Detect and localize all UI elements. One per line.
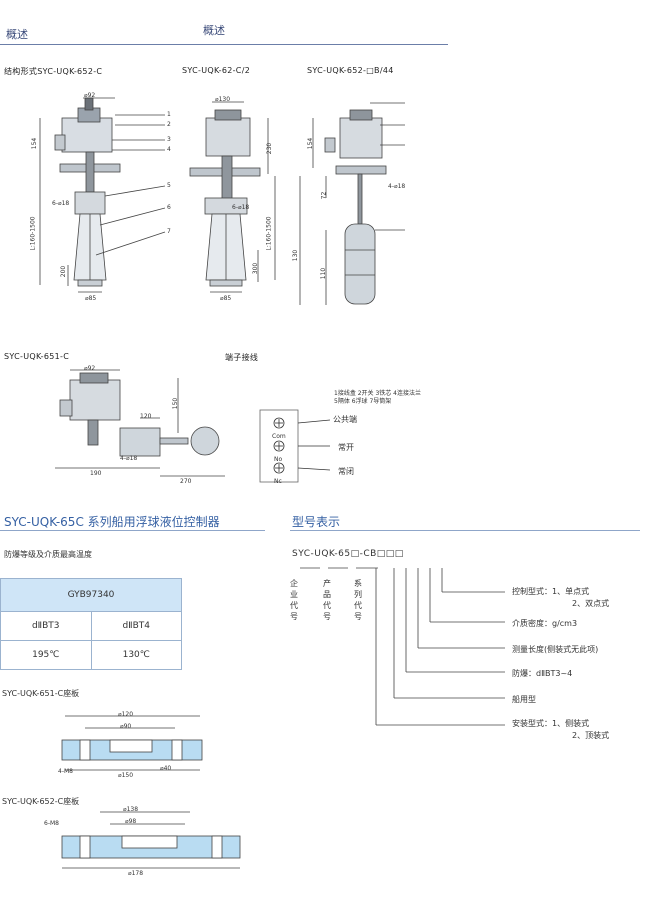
seat-652-drawing bbox=[61, 811, 241, 869]
seat-652-bottom: ⌀178 bbox=[128, 870, 144, 877]
header-left-title: 概述 bbox=[6, 28, 28, 41]
dim-d1-200: 200 bbox=[60, 265, 68, 278]
terminal-com-text: 公共端 bbox=[333, 415, 357, 424]
terminal-com: Com bbox=[272, 433, 286, 440]
seat-652-top: ⌀138 bbox=[123, 806, 139, 813]
drawing-62c bbox=[189, 101, 276, 293]
callout-7: 7 bbox=[167, 228, 171, 235]
explosion-val2: 130℃ bbox=[90, 640, 182, 670]
model-62-label: SYC-UQK-62-C/2 bbox=[182, 66, 251, 75]
terminal-no: No bbox=[274, 456, 283, 463]
section-left-title: SYC-UQK-65C 系列船用浮球液位控制器 bbox=[4, 515, 220, 529]
dim-d1-top: ⌀92 bbox=[84, 92, 96, 99]
vertical-product: 产品代号 bbox=[323, 579, 331, 621]
code-item-3: 测量长度(侧装式无此项) bbox=[512, 645, 599, 654]
model-code-leaders bbox=[300, 567, 505, 726]
code-item-1b: 2、双点式 bbox=[572, 599, 610, 608]
dim-d2-300: 300 bbox=[252, 262, 260, 275]
seat-651-top: ⌀120 bbox=[118, 711, 134, 718]
dim-d2-range: L:160-1500 bbox=[265, 216, 273, 251]
header-center-title: 概述 bbox=[203, 24, 225, 37]
struct-form-label: 结构形式SYC-UQK-652-C bbox=[4, 67, 103, 76]
code-item-2: 介质密度：g/cm3 bbox=[512, 619, 578, 628]
dim-d3-130: 130 bbox=[292, 249, 300, 262]
dim-d2-top: ⌀130 bbox=[215, 96, 231, 103]
code-item-6b: 2、顶装式 bbox=[572, 731, 610, 740]
dim-d1-flange: 6-⌀18 bbox=[52, 200, 70, 207]
callout-1: 1 bbox=[167, 111, 171, 118]
seat-652-title: SYC-UQK-652-C座板 bbox=[2, 797, 80, 806]
callout-2: 2 bbox=[167, 121, 171, 128]
section-left-rule bbox=[0, 530, 265, 531]
seat-651-title: SYC-UQK-651-C座板 bbox=[2, 689, 80, 698]
terminal-nc-text: 常闭 bbox=[338, 467, 354, 476]
drawing-652b bbox=[299, 109, 387, 305]
dim-d3-110: 110 bbox=[320, 267, 328, 280]
explosion-val1: 195℃ bbox=[0, 640, 92, 670]
explosion-header: GYB97340 bbox=[0, 578, 182, 612]
dim-d1-85: ⌀85 bbox=[85, 295, 97, 302]
vertical-enterprise: 企业代号 bbox=[290, 579, 298, 621]
dim-d3-72: 72 bbox=[320, 191, 328, 200]
top-technical-drawings bbox=[39, 97, 405, 305]
dim-651-150: 150 bbox=[172, 397, 180, 410]
terminal-nc: Nc bbox=[274, 478, 282, 485]
code-item-6: 安装型式：1、侧装式 bbox=[512, 719, 590, 728]
explosion-col1: dⅡBT3 bbox=[0, 611, 92, 641]
seat-651-mid: ⌀90 bbox=[120, 723, 132, 730]
terminal-no-text: 常开 bbox=[338, 443, 354, 452]
dim-d1-range: L:160-1500 bbox=[29, 216, 37, 251]
legend-line-2: 5隔体 6浮球 7导筒架 bbox=[334, 398, 392, 405]
explosion-caption: 防爆等级及介质最高温度 bbox=[4, 550, 92, 559]
terminal-block bbox=[259, 409, 331, 483]
section-right-rule bbox=[290, 530, 640, 531]
dim-651-120: 120 bbox=[140, 413, 152, 420]
model-652b-label: SYC-UQK-652-□B/44 bbox=[307, 66, 394, 75]
code-item-5: 船用型 bbox=[512, 695, 536, 704]
dim-651-190: 190 bbox=[90, 470, 102, 477]
model-651-label: SYC-UQK-651-C bbox=[4, 352, 70, 361]
callout-4: 4 bbox=[167, 146, 171, 153]
header-divider bbox=[0, 44, 448, 45]
seat-652-mid: ⌀98 bbox=[125, 818, 137, 825]
seat-651-small: 4-M8 bbox=[58, 768, 73, 775]
code-item-4: 防爆：dⅡBT3~4 bbox=[512, 669, 573, 678]
code-item-1: 控制型式：1、单点式 bbox=[512, 587, 590, 596]
dim-651-92: ⌀92 bbox=[84, 365, 96, 372]
dim-651-flange: 4-⌀18 bbox=[120, 455, 138, 462]
seat-651-40: ⌀40 bbox=[160, 765, 172, 772]
dim-d3-154: 154 bbox=[307, 137, 315, 150]
section-right-title: 型号表示 bbox=[292, 515, 341, 529]
dim-d1-left: 154 bbox=[31, 137, 39, 150]
terminal-label: 端子接线 bbox=[225, 353, 259, 362]
callout-3: 3 bbox=[167, 136, 171, 143]
callout-6: 6 bbox=[167, 204, 171, 211]
drawing-652c bbox=[39, 97, 121, 293]
dim-d2-230: 230 bbox=[266, 142, 274, 155]
seat-652-small: 6-M8 bbox=[44, 820, 59, 827]
callout-5: 5 bbox=[167, 182, 171, 189]
dim-d2-85: ⌀85 bbox=[220, 295, 232, 302]
model-code: SYC-UQK-65□-CB□□□ bbox=[292, 549, 404, 559]
dim-d3-flange: 4-⌀18 bbox=[388, 183, 406, 190]
explosion-col2: dⅡBT4 bbox=[90, 611, 182, 641]
legend-line-1: 1接线盒 2开关 3铁芯 4连接法兰 bbox=[334, 390, 421, 397]
dim-651-270: 270 bbox=[180, 478, 192, 485]
seat-651-bottom: ⌀150 bbox=[118, 772, 134, 779]
drawing-651c bbox=[55, 369, 225, 477]
seat-651-drawing bbox=[61, 715, 203, 771]
dim-d2-flange: 6-⌀18 bbox=[232, 204, 250, 211]
vertical-series: 系列代号 bbox=[354, 579, 362, 621]
